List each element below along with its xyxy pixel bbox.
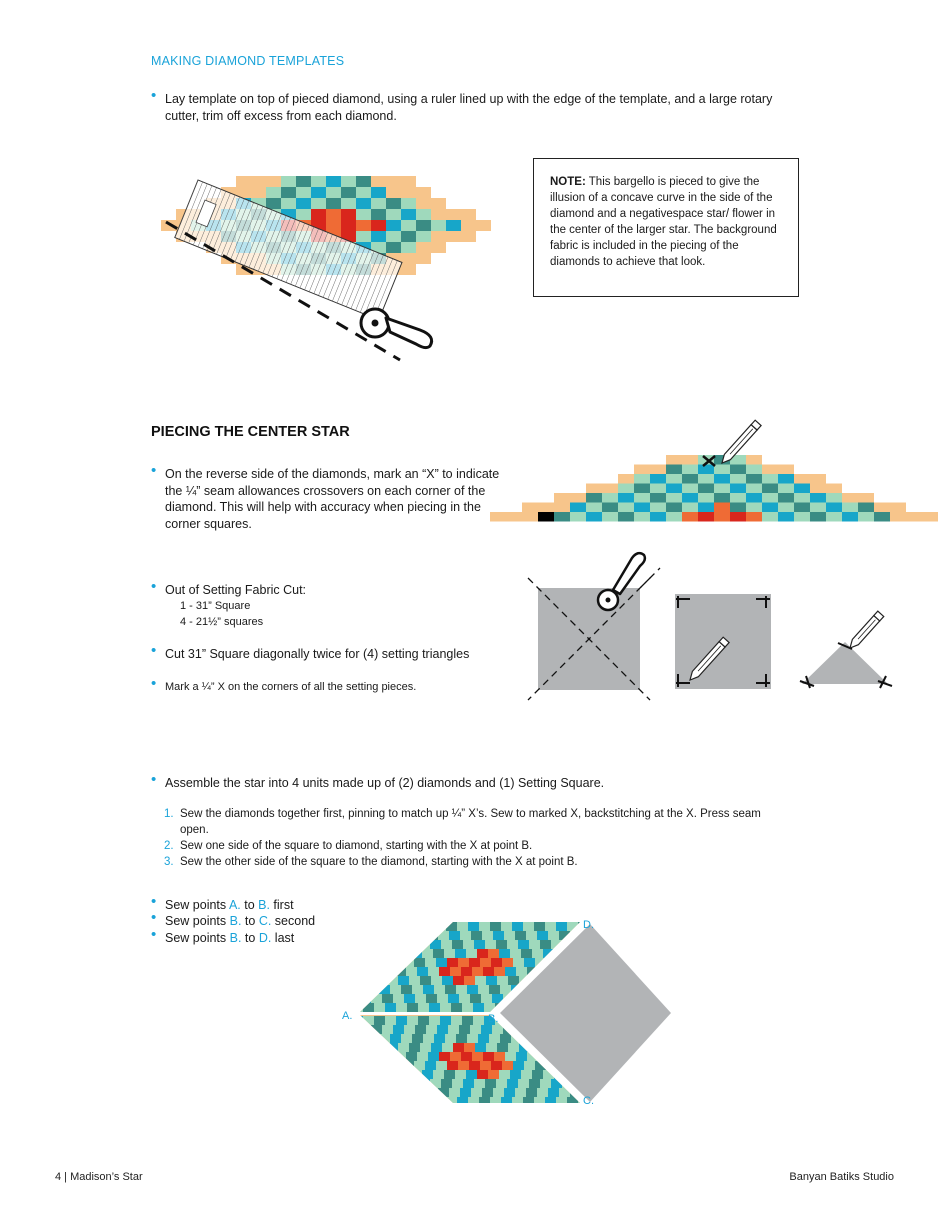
point-d-label: D.	[583, 919, 594, 931]
note-label: NOTE:	[550, 176, 586, 188]
bullet-dot-icon: •	[151, 771, 157, 788]
point-a-label: A.	[342, 1010, 353, 1022]
bullet-text: Assemble the star into 4 units made up o…	[165, 776, 605, 790]
x-mark-icon	[702, 455, 716, 467]
bullet-dot-icon: •	[151, 642, 157, 659]
setting-pieces-illustration	[527, 551, 893, 701]
bullet-dot-icon: •	[151, 909, 157, 926]
bullet-text: Mark a ¼” X on the corners of all the se…	[165, 681, 417, 693]
bullet-dot-icon: •	[151, 926, 157, 943]
bullet-mark-x: • On the reverse side of the diamonds, m…	[151, 462, 515, 532]
bullet-setting-fabric: • Out of Setting Fabric Cut:	[151, 578, 415, 599]
bullet-text: On the reverse side of the diamonds, mar…	[165, 467, 500, 531]
sew-step-1: • Sew points A. to B. first	[151, 893, 294, 912]
sew-step-2: • Sew points B. to C. second	[151, 909, 316, 928]
bullet-assemble: • Assemble the star into 4 units made up…	[151, 771, 785, 792]
note-text: This bargello is pieced to give the illu…	[550, 176, 777, 268]
pencil-icon	[689, 636, 730, 681]
pencil-icon	[721, 419, 762, 464]
cut-line	[165, 220, 401, 362]
diamond-marking-illustration	[490, 419, 938, 522]
cut-item-2: 4 - 21½” squares	[180, 616, 264, 628]
bullet-dot-icon: •	[151, 462, 157, 479]
step-3: 3.Sew the other side of the square to th…	[164, 856, 578, 868]
bullet-mark-corners: • Mark a ¼” X on the corners of all the …	[151, 676, 525, 695]
half-diamond-image	[490, 455, 938, 522]
bullet-text: Out of Setting Fabric Cut:	[165, 583, 307, 597]
star-assembly-diagram	[360, 922, 671, 1103]
section-title-making-templates: MAKING DIAMOND TEMPLATES	[151, 54, 345, 68]
setting-triangle	[802, 642, 888, 684]
bullet-text: Cut 31” Square diagonally twice for (4) …	[165, 647, 470, 661]
footer-page-title: 4 | Madison’s Star	[55, 1171, 143, 1183]
footer-studio: Banyan Batiks Studio	[789, 1171, 894, 1183]
step-2: 2.Sew one side of the square to diamond,…	[164, 840, 533, 852]
rotary-cutter-icon	[596, 551, 647, 612]
trim-diamond-illustration	[161, 176, 491, 362]
bullet-dot-icon: •	[151, 87, 157, 104]
step-1: 1.Sew the diamonds together first, pinni…	[164, 808, 761, 836]
bullet-dot-icon: •	[151, 675, 157, 692]
pencil-icon	[849, 610, 885, 649]
bullet-text: Lay template on top of pieced diamond, u…	[165, 92, 773, 123]
bullet-dot-icon: •	[151, 578, 157, 595]
note-box: NOTE: This bargello is pieced to give th…	[533, 158, 799, 297]
sew-step-3: • Sew points B. to D. last	[151, 926, 295, 945]
setting-square	[500, 924, 671, 1102]
assembly-steps: 1.Sew the diamonds together first, pinni…	[164, 806, 784, 870]
bullet-dot-icon: •	[151, 893, 157, 910]
bullet-cut-diagonal: • Cut 31” Square diagonally twice for (4…	[151, 642, 525, 663]
bullet-lay-template: • Lay template on top of pieced diamond,…	[151, 87, 785, 124]
rotary-cutter-icon	[359, 307, 434, 350]
diagonal-cut-line	[527, 577, 651, 701]
point-c-label: C.	[583, 1095, 594, 1107]
point-b-label: B.	[488, 1013, 499, 1025]
corner-x-marks	[676, 596, 770, 687]
cut-item-1: 1 - 31” Square	[180, 600, 251, 612]
section-title-center-star: PIECING THE CENTER STAR	[151, 424, 350, 440]
